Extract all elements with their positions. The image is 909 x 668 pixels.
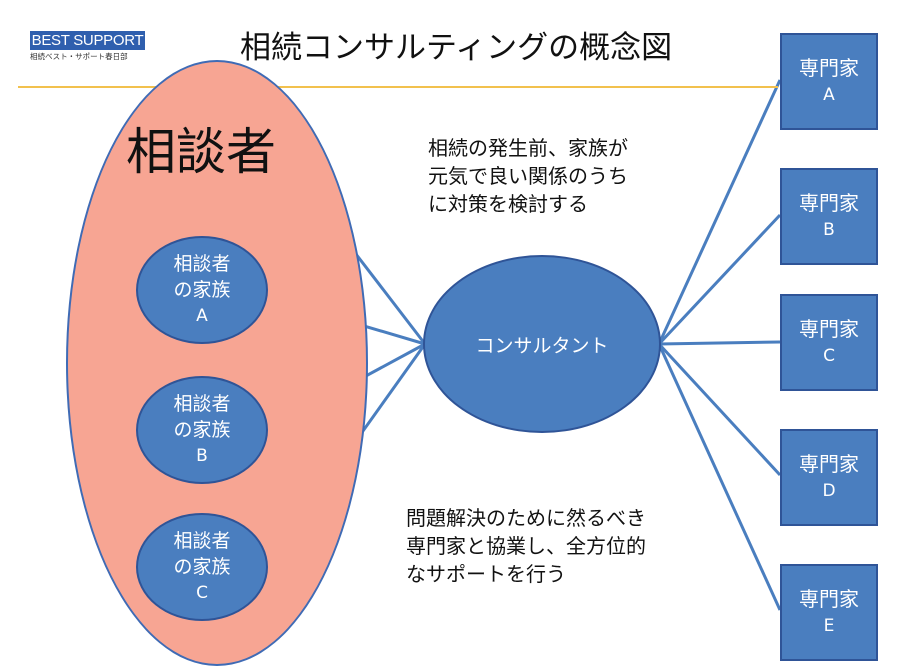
family-a-line2: の家族 — [173, 279, 231, 301]
expert-d-line1: 専門家 — [799, 451, 859, 476]
expert-node-c: 専門家 C — [780, 294, 878, 391]
family-node-a: 相談者 の家族 A — [136, 236, 268, 344]
connector-expert-b — [657, 213, 782, 346]
family-c-line1: 相談者 — [173, 530, 231, 552]
family-node-c: 相談者 の家族 C — [136, 513, 268, 621]
note-bottom-line1: 問題解決のために然るべき — [406, 506, 646, 530]
expert-node-e: 専門家 E — [780, 564, 878, 661]
expert-a-line2: A — [823, 84, 835, 105]
family-a-line1: 相談者 — [173, 253, 231, 275]
expert-node-a: 専門家 A — [780, 33, 878, 130]
family-b-line1: 相談者 — [173, 393, 231, 415]
expert-e-line2: E — [823, 615, 835, 636]
family-node-b: 相談者 の家族 B — [136, 376, 268, 484]
family-c-line2: の家族 — [173, 556, 231, 578]
note-top-line2: 元気で良い関係のうち — [428, 164, 628, 188]
connector-expert-e — [657, 343, 782, 611]
note-top-line1: 相続の発生前、家族が — [428, 136, 628, 160]
expert-b-line1: 専門家 — [799, 190, 859, 215]
consultant-label: コンサルタント — [475, 334, 609, 357]
connector-expert-c — [658, 340, 781, 346]
note-bottom-line2: 専門家と協業し、全方位的 — [406, 534, 646, 558]
note-comprehensive-support: 問題解決のために然るべき 専門家と協業し、全方位的 なサポートを行う — [406, 504, 646, 588]
note-bottom-line3: なサポートを行う — [406, 562, 566, 586]
consultant-node: コンサルタント — [423, 255, 661, 433]
expert-d-line2: D — [822, 480, 836, 501]
family-c-line3: C — [196, 583, 208, 603]
client-label: 相談者 — [126, 123, 276, 181]
note-top-line3: に対策を検討する — [428, 192, 588, 216]
brand-logo: BEST SUPPORT — [30, 31, 145, 50]
expert-node-b: 専門家 B — [780, 168, 878, 265]
expert-e-line1: 専門家 — [799, 586, 859, 611]
expert-node-d: 専門家 D — [780, 429, 878, 526]
family-b-line2: の家族 — [173, 419, 231, 441]
connector-expert-a — [657, 79, 782, 345]
expert-c-line1: 専門家 — [799, 316, 859, 341]
family-a-line3: A — [196, 306, 208, 326]
page-title: 相続コンサルティングの概念図 — [240, 30, 673, 66]
brand-subtitle: 相続ベスト・サポート春日部 — [30, 52, 128, 61]
expert-a-line1: 専門家 — [799, 55, 859, 80]
expert-b-line2: B — [823, 219, 835, 240]
title-rule — [18, 86, 778, 88]
connector-expert-d — [657, 342, 782, 477]
family-b-line3: B — [196, 446, 208, 466]
expert-c-line2: C — [823, 345, 835, 366]
note-before-inheritance: 相続の発生前、家族が 元気で良い関係のうち に対策を検討する — [428, 134, 628, 218]
